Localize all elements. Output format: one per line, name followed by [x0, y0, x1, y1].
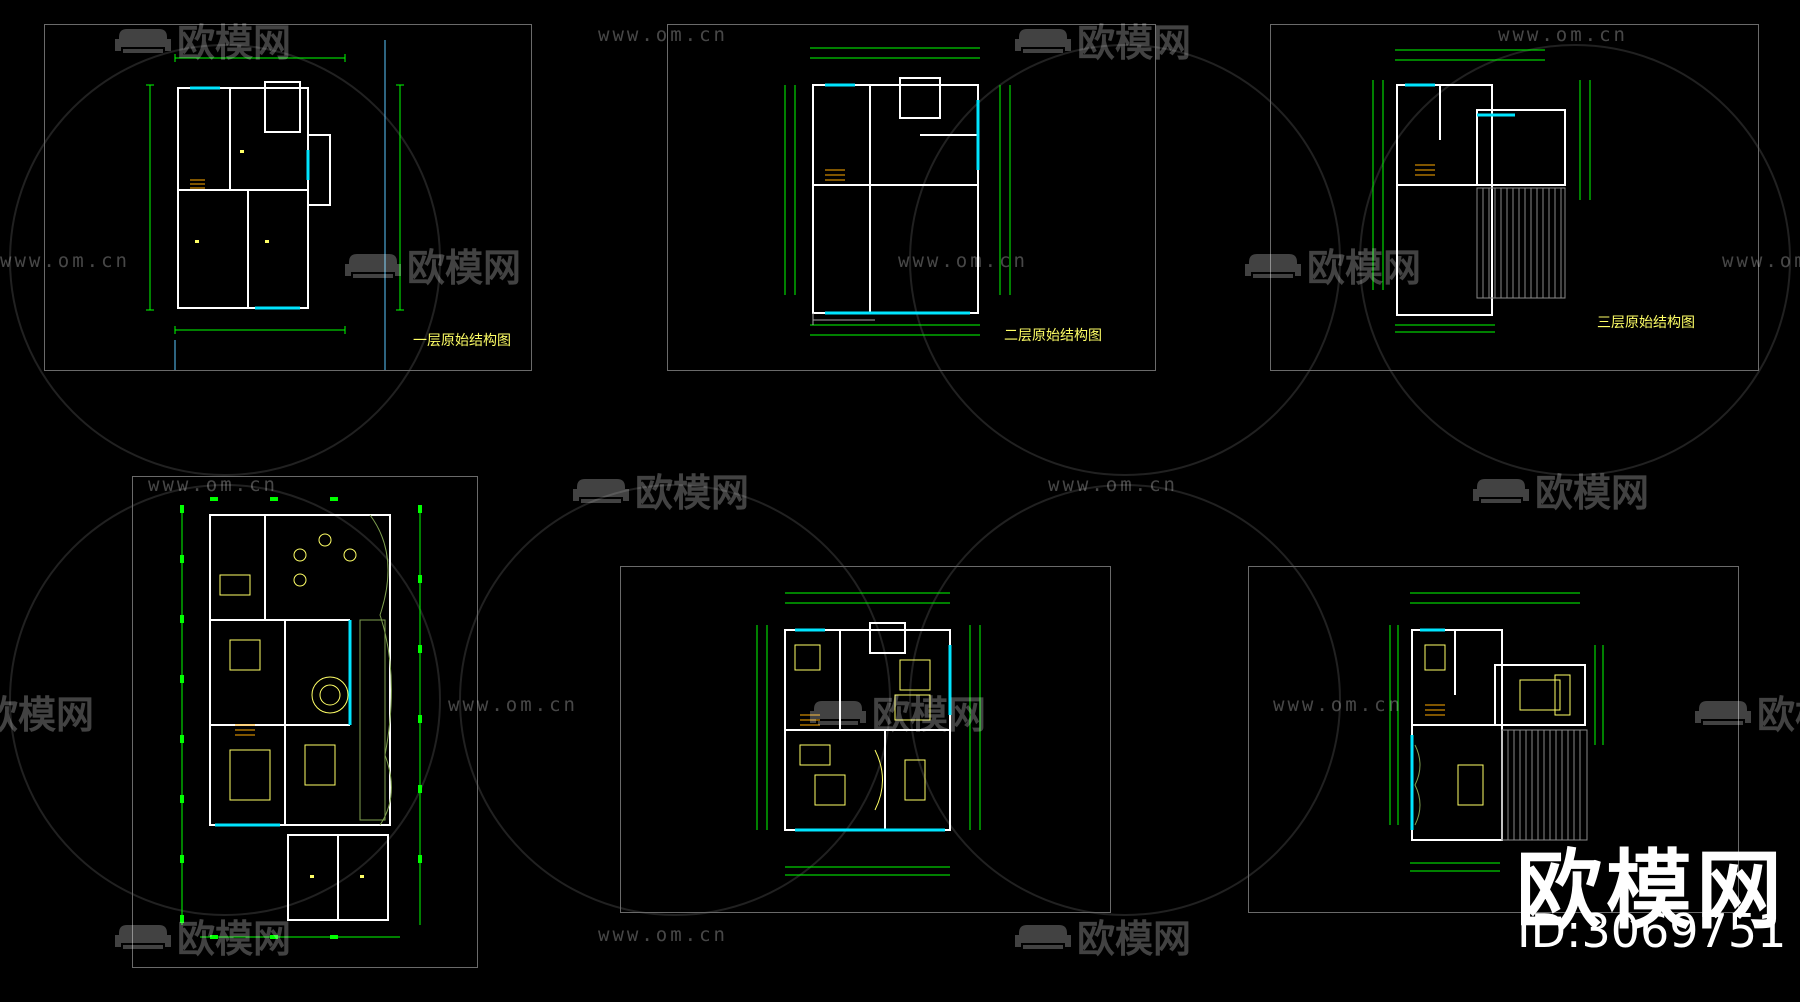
sofa-icon [345, 253, 401, 278]
watermark-url: www.om.cn [1722, 250, 1800, 272]
watermark-url: www.om.cn [1273, 694, 1403, 716]
floor-plan-1f-original [146, 40, 404, 370]
sofa-icon [115, 924, 171, 949]
sofa-icon [1245, 253, 1301, 278]
panel-plan-4 [132, 476, 478, 968]
watermark-url: www.om.cn [0, 250, 130, 272]
watermark-url: www.om.cn [1498, 24, 1628, 46]
watermark-brand: 欧模网 [1473, 462, 1649, 517]
sofa-icon [1695, 700, 1751, 725]
sofa-icon [573, 478, 629, 503]
watermark-brand: 欧模网 [1015, 12, 1191, 67]
watermark-brand: 欧模网 [810, 684, 986, 739]
panel-plan-3 [1270, 24, 1759, 371]
watermark-url: www.om.cn [598, 24, 728, 46]
plan-title-2f-original: 二层原始结构图 [1004, 328, 1102, 344]
floor-plan-3f-layout [1389, 592, 1604, 872]
watermark-url: www.om.cn [148, 474, 278, 496]
watermark-url: www.om.cn [598, 924, 728, 946]
watermark-brand: 欧模网 [115, 908, 291, 963]
watermark-brand: 欧模网 [1245, 237, 1421, 292]
watermark-brand: 欧模网 [345, 237, 521, 292]
watermark-url: www.om.cn [1048, 474, 1178, 496]
panel-plan-2 [667, 24, 1156, 371]
brand-logo-large: 欧模网 [1516, 841, 1786, 941]
plan-title-1f-original: 一层原始结构图 [413, 333, 511, 349]
sofa-icon [810, 700, 866, 725]
sofa-icon [1473, 478, 1529, 503]
panel-plan-5 [620, 566, 1111, 913]
floor-plan-2f-original [784, 47, 1011, 336]
panel-plan-6 [1248, 566, 1739, 913]
watermark-brand: 欧模网 [0, 693, 95, 737]
floor-plan-1f-layout [180, 497, 422, 939]
asset-id-label: ID:3069751 [1517, 904, 1787, 958]
panel-plan-1 [44, 24, 532, 371]
watermark-brand: 欧模网 [115, 12, 291, 67]
watermark-brand: 欧模网 [573, 462, 749, 517]
floor-plan-3f-original [1372, 49, 1591, 333]
watermark-brand: 欧模网 [1695, 684, 1800, 739]
sofa-icon [115, 28, 171, 53]
sofa-icon [1015, 28, 1071, 53]
plan-title-3f-original: 三层原始结构图 [1597, 315, 1695, 331]
watermark-url: www.om.cn [898, 250, 1028, 272]
watermark-url: www.om.cn [448, 694, 578, 716]
sofa-icon [1015, 924, 1071, 949]
floor-plan-2f-layout [756, 592, 981, 876]
watermark-brand: 欧模网 [1015, 908, 1191, 963]
